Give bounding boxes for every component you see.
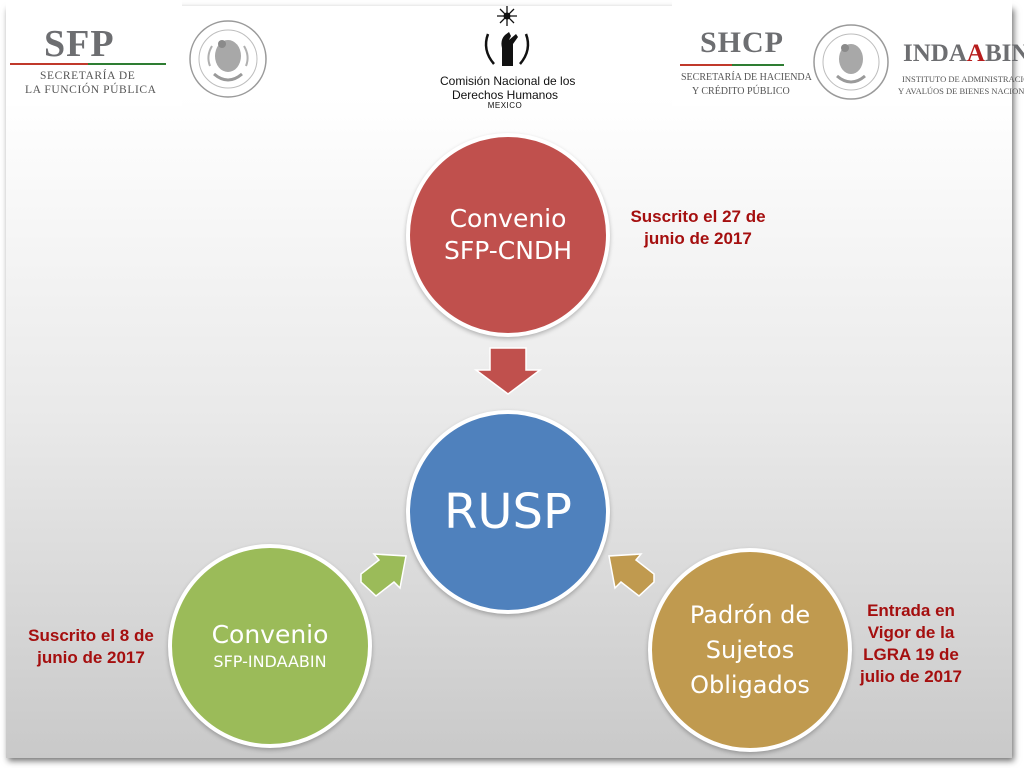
logo-strip-left xyxy=(6,0,182,106)
shcp-logo-subtitle-1: SECRETARÍA DE HACIENDA xyxy=(681,72,812,83)
sfp-accent-line-green xyxy=(88,63,166,65)
cndh-logo-line-2: Derechos Humanos xyxy=(451,88,559,102)
note-right: Entrada en Vigor de la LGRA 19 de julio … xyxy=(846,600,976,688)
note-right-line-1: Entrada en xyxy=(867,601,955,620)
node-top-line-1: Convenio xyxy=(449,204,567,233)
sfp-logo-title: SFP xyxy=(44,23,115,65)
arrow-left-to-center xyxy=(360,553,407,597)
shcp-accent-line-green xyxy=(732,64,784,66)
node-right-line-2: Sujetos xyxy=(705,635,795,664)
note-top-line-2: junio de 2017 xyxy=(644,229,752,248)
note-top-line-1: Suscrito el 27 de xyxy=(630,207,766,226)
sfp-logo-subtitle-2: LA FUNCIÓN PÚBLICA xyxy=(25,84,157,96)
cndh-logo-line-1: Comisión Nacional de los xyxy=(440,74,576,88)
sfp-accent-line xyxy=(10,63,88,65)
note-left-line-1: Suscrito el 8 de xyxy=(28,626,154,645)
node-convenio-sfp-cndh: Convenio SFP-CNDH xyxy=(406,133,610,337)
indaabin-title-part-3: BIN xyxy=(984,40,1024,67)
node-right-line-3: Obligados xyxy=(690,670,810,699)
sfp-logo-subtitle-1: SECRETARÍA DE xyxy=(40,70,136,82)
note-right-line-3: LGRA 19 de xyxy=(863,645,959,664)
node-padron-sujetos-obligados: Padrón de Sujetos Obligados xyxy=(648,548,852,752)
note-left: Suscrito el 8 de junio de 2017 xyxy=(16,625,166,669)
seal-icon-2 xyxy=(810,18,892,106)
note-right-line-4: julio de 2017 xyxy=(859,667,963,686)
note-left-line-2: junio de 2017 xyxy=(37,648,145,667)
node-right-line-1: Padrón de xyxy=(689,600,811,629)
node-convenio-sfp-indaabin: Convenio SFP-INDAABIN xyxy=(168,544,372,748)
shcp-accent-line xyxy=(680,64,732,66)
shcp-logo-title: SHCP xyxy=(700,26,785,59)
cndh-emblem-icon xyxy=(472,4,542,72)
indaabin-title-part-2: A xyxy=(966,40,985,67)
seal-icon xyxy=(186,16,270,102)
node-center-label: RUSP xyxy=(444,484,572,540)
node-left-line-1: Convenio xyxy=(211,620,329,649)
cndh-logo-line-3: MEXICO xyxy=(487,101,523,110)
shcp-logo-subtitle-2: Y CRÉDITO PÚBLICO xyxy=(692,86,790,97)
note-right-line-2: Vigor de la xyxy=(867,623,955,642)
arrow-top-to-center xyxy=(473,347,543,395)
node-top-line-2: SFP-CNDH xyxy=(443,236,572,265)
indaabin-logo-subtitle-1: INSTITUTO DE ADMINISTRACIÓN xyxy=(902,74,1024,84)
indaabin-title-part-1: INDA xyxy=(903,40,967,67)
indaabin-logo-title: INDAABIN xyxy=(903,40,1024,68)
indaabin-logo-subtitle-2: Y AVALÚOS DE BIENES NACIONALES xyxy=(898,86,1024,96)
note-top: Suscrito el 27 de junio de 2017 xyxy=(612,206,784,250)
arrow-right-to-center xyxy=(608,553,655,597)
node-rusp: RUSP xyxy=(406,410,610,614)
node-left-line-2: SFP-INDAABIN xyxy=(213,652,327,671)
